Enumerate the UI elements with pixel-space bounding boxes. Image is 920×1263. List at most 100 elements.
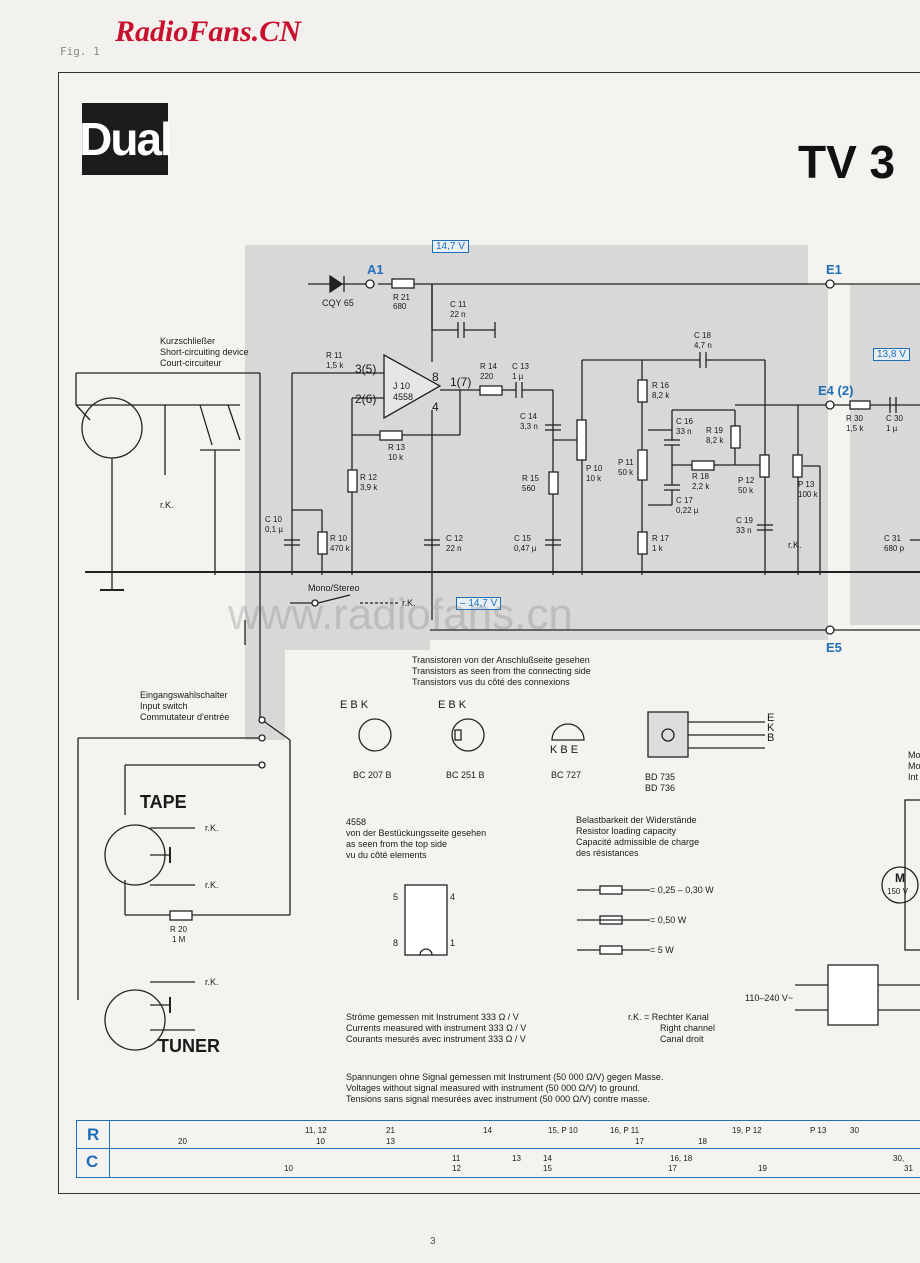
c19-label: C 19	[736, 516, 753, 525]
table-divider-vertical	[109, 1121, 111, 1177]
c-cell-2-top: 11	[452, 1154, 461, 1163]
c12-label: C 12	[446, 534, 463, 543]
c-cell-7-top: 30,	[893, 1154, 905, 1163]
c15-label: C 15	[514, 534, 531, 543]
mono-stereo-label: Mono/Stereo	[308, 583, 360, 593]
r13-label: R 13	[388, 443, 405, 452]
short-circuit-en: Short-circuiting device	[160, 347, 249, 357]
c10-value: 0,1 µ	[265, 525, 283, 534]
r15-label: R 15	[522, 474, 539, 483]
mo-label-3: Int	[908, 772, 919, 782]
currents-en: Currents measured with instrument 333 Ω …	[346, 1023, 527, 1033]
voltages-note-fr: Tensions sans signal mesurées avec instr…	[346, 1094, 650, 1104]
transistor-3-name: BC 727	[551, 770, 582, 780]
mo-label-1: Mo	[908, 750, 920, 760]
r-cell-6-top: 16, P 11	[610, 1126, 640, 1135]
web-watermark: www.radiofans.cn	[228, 590, 573, 639]
p10-label: P 10	[586, 464, 603, 473]
motor-label: M	[895, 871, 905, 885]
c16-value: 33 n	[676, 427, 692, 436]
r-cell-7-bot: 18	[698, 1137, 707, 1146]
ic-note-fr: vu du côté elements	[346, 850, 427, 860]
pcb-shade-3	[850, 285, 920, 625]
c17-value: 0,22 µ	[676, 506, 699, 515]
transistor-note-fr: Transistors vus du côté des connexions	[412, 677, 570, 687]
pin2-label: 2(6)	[355, 392, 377, 406]
r30-value: 1,5 k	[846, 424, 864, 433]
rk-label-1: r.K.	[160, 500, 174, 510]
voltage-label-3: 13,8 V	[873, 348, 910, 361]
c-cell-2-bot: 12	[452, 1164, 461, 1173]
voltages-note-de: Spannungen ohne Signal gemessen mit Inst…	[346, 1072, 664, 1082]
page-number: 3	[430, 1236, 436, 1247]
rk-label-2: r.K.	[788, 540, 802, 550]
transistor-1-pins: E B K	[340, 699, 369, 711]
transistor-4-name: BD 735	[645, 772, 676, 782]
c30-label: C 30	[886, 414, 903, 423]
c31-value: 680 p	[884, 544, 905, 553]
rk-label-5: r.K.	[205, 880, 219, 890]
short-circuit-de: Kurzschließer	[160, 336, 216, 346]
r-cell-9-top: P 13	[810, 1126, 827, 1135]
ic-note-title: 4558	[346, 817, 367, 827]
table-divider-horizontal	[77, 1148, 920, 1150]
p11-value: 50 k	[618, 468, 634, 477]
resistor-load-fr2: des résistances	[576, 848, 639, 858]
c11-label: C 11	[450, 300, 467, 309]
pcb-shade	[245, 245, 828, 650]
rk-label-3: r.K.	[402, 598, 416, 608]
r-cell-6-bot: 17	[635, 1137, 644, 1146]
c12-value: 22 n	[446, 544, 462, 553]
r-cell-1-bot: 20	[178, 1137, 187, 1146]
transistor-note-en: Transistors as seen from the connecting …	[412, 666, 591, 676]
c11-value: 22 n	[450, 310, 466, 319]
pin3-label: 3(5)	[355, 362, 377, 376]
c-cell-1-bot: 10	[284, 1164, 293, 1173]
r-cell-8-top: 19, P 12	[732, 1126, 762, 1135]
r20-label: R 20	[170, 925, 187, 934]
voltages-note-en: Voltages without signal measured with in…	[346, 1083, 640, 1093]
p11-label: P 11	[618, 458, 634, 467]
c17-label: C 17	[676, 496, 693, 505]
c-cell-3-top: 13	[512, 1154, 521, 1163]
ic-value: 4558	[393, 392, 414, 402]
r12-label: R 12	[360, 473, 377, 482]
r16-value: 8,2 k	[652, 391, 670, 400]
mo-label-2: Mo	[908, 761, 920, 771]
mains-voltage: 110–240 V~	[745, 993, 794, 1003]
c30-value: 1 µ	[886, 424, 898, 433]
r12-value: 3,9 k	[360, 483, 378, 492]
r15-value: 560	[522, 484, 536, 493]
r21-value: 680	[393, 302, 407, 311]
motor-voltage: 150 V	[887, 887, 908, 896]
c-cell-6-bot: 19	[758, 1164, 767, 1173]
r10-value: 470 k	[330, 544, 350, 553]
r19-value: 8,2 k	[706, 436, 724, 445]
c13-value: 1 µ	[512, 372, 524, 381]
ic-note-en: as seen from the top side	[346, 839, 448, 849]
r-cell-3-top: 21	[386, 1126, 395, 1135]
c15-value: 0,47 µ	[514, 544, 537, 553]
c14-value: 3,3 n	[520, 422, 538, 431]
r30-label: R 30	[846, 414, 863, 423]
transistor-1-name: BC 207 B	[353, 770, 392, 780]
voltage-label-2: – 14,7 V	[456, 597, 502, 610]
r14-value: 220	[480, 372, 494, 381]
r11-label: R 11	[326, 351, 343, 360]
rk-note-fr: Canal droit	[660, 1034, 704, 1044]
c19-value: 33 n	[736, 526, 752, 535]
input-switch-de: Eingangswahlschalter	[140, 690, 228, 700]
p12-label: P 12	[738, 476, 755, 485]
transistor-2-name: BC 251 B	[446, 770, 485, 780]
r19-label: R 19	[706, 426, 723, 435]
input-switch-fr: Commutateur d'entrée	[140, 712, 230, 722]
model-title: TV 3	[798, 136, 896, 188]
row-label-r: R	[87, 1125, 100, 1144]
r13-value: 10 k	[388, 453, 404, 462]
pcb-shade-2	[245, 650, 285, 740]
ic-pin-4: 4	[450, 892, 456, 902]
r-cell-5-top: 15, P 10	[548, 1126, 578, 1135]
r-cell-2-top: 11, 12	[305, 1126, 327, 1135]
transistor-4-name2: BD 736	[645, 783, 676, 793]
connector-a1: A1	[367, 262, 384, 277]
